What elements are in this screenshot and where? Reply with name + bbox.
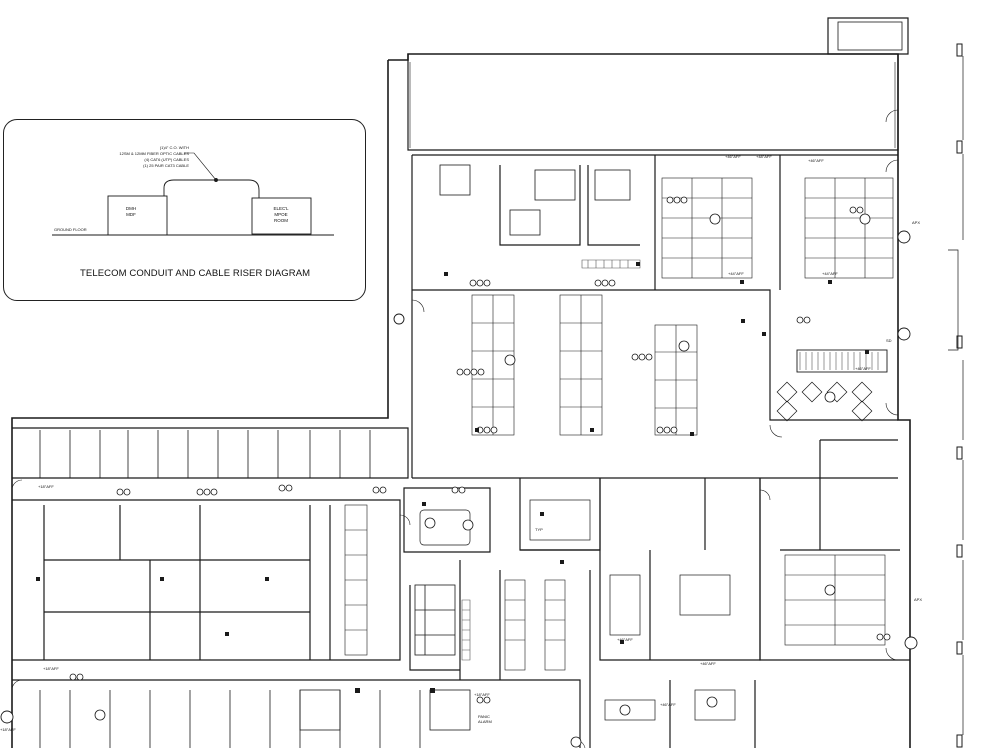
ground-floor-label: GROUND FLOOR <box>54 227 87 232</box>
data-drop-marks <box>36 262 869 693</box>
cable-note-3: (4) CAT6 (UTP) CABLES <box>144 157 189 162</box>
apx-label-2: APX <box>914 597 923 602</box>
conduit-run <box>163 179 260 198</box>
door-swings <box>11 109 899 749</box>
riser-diagram-title: TELECOM CONDUIT AND CABLE RISER DIAGRAM <box>80 268 311 279</box>
aff-label-5: +44"AFF <box>822 271 838 276</box>
panic-alarm-label: PANIC ALARM <box>478 714 492 724</box>
wall-phone-icons <box>0 230 918 724</box>
mpoe-room-label: ELEC'L MPOE ROOM <box>273 206 289 223</box>
riser-diagram-panel: (1)4" C.O. WITH 12SM & 12MM FIBER OPTIC … <box>3 119 366 301</box>
typ-label: TYP <box>535 527 543 532</box>
riser-diagram-drawing <box>52 152 334 236</box>
right-column-marks <box>948 43 964 748</box>
aff-label-12: +18"AFF <box>43 666 59 671</box>
interior-walls <box>12 154 910 748</box>
aff-label-4: +44"AFF <box>728 271 744 276</box>
aff-label-10: +18"AFF <box>38 484 54 489</box>
aff-label-11: +18"AFF <box>0 727 16 732</box>
top-strip <box>407 54 899 151</box>
aff-label-1: +46"AFF <box>725 154 741 159</box>
apx-label-1: APX <box>912 220 921 225</box>
hatched-counter <box>461 259 879 661</box>
aff-label-6: +46"AFF <box>855 366 871 371</box>
mdf-room-label: DMH MDF <box>125 206 137 217</box>
aff-label-9: +46"AFF <box>660 702 676 707</box>
mpoe-room-box <box>251 197 312 235</box>
workstations <box>344 177 894 671</box>
outlet-symbols <box>69 196 891 748</box>
cable-note-2: 12SM & 12MM FIBER OPTIC CABLES <box>119 151 189 156</box>
aff-label-13: +18"AFF <box>474 692 490 697</box>
aff-label-7: +46"AFF <box>617 637 633 642</box>
top-right-annex <box>827 17 909 55</box>
aff-label-8: +46"AFF <box>700 661 716 666</box>
break-room <box>776 349 888 422</box>
aff-label-3: +46"AFF <box>808 158 824 163</box>
note-leader <box>184 152 217 181</box>
cable-note-4: (1) 25 PAIR CAT3 CABLE <box>143 163 189 168</box>
cable-note-1: (1)4" C.O. WITH <box>159 145 189 150</box>
sd-label: SD <box>886 338 892 343</box>
aff-label-2: +48"AFF <box>756 154 772 159</box>
core-rooms <box>299 164 631 731</box>
